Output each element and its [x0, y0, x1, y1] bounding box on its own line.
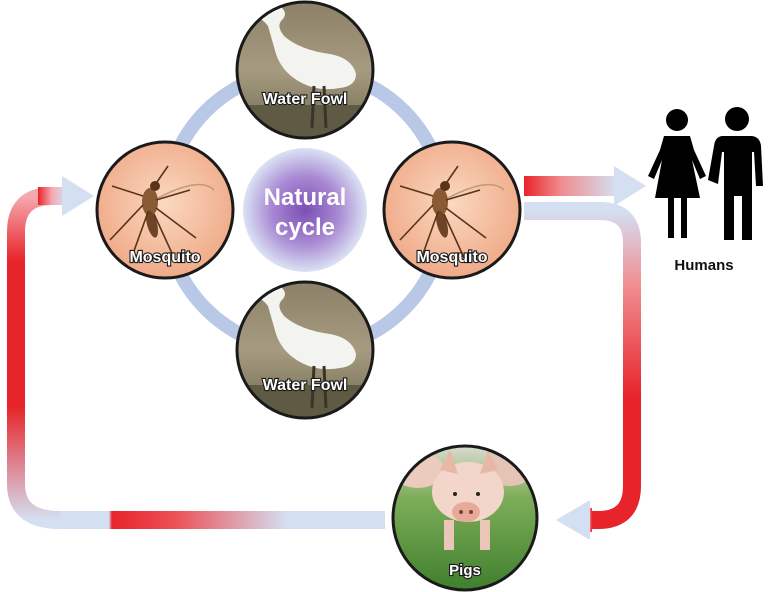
center-label-line1: Natural: [264, 184, 347, 211]
node-mosquito-right: Mosquito: [384, 142, 520, 278]
natural-cycle-center: Natural cycle: [243, 148, 367, 272]
node-water-fowl-bottom: Water Fowl: [237, 282, 377, 425]
node-water-fowl-top: Water Fowl: [237, 2, 377, 145]
node-pigs: Pigs: [392, 446, 537, 590]
label-pigs: Pigs: [449, 562, 481, 579]
label-water-fowl-top: Water Fowl: [263, 91, 348, 108]
label-mosquito-right: Mosquito: [416, 249, 487, 266]
humans-icon: [648, 107, 763, 240]
label-mosquito-left: Mosquito: [129, 249, 200, 266]
node-humans: Humans: [648, 107, 763, 274]
arrow-to-pigs: [524, 211, 632, 540]
node-mosquito-left: Mosquito: [97, 142, 233, 278]
center-label-line2: cycle: [275, 214, 335, 241]
arrow-to-humans: [524, 166, 646, 206]
label-humans: Humans: [674, 257, 733, 274]
label-water-fowl-bottom: Water Fowl: [263, 377, 348, 394]
